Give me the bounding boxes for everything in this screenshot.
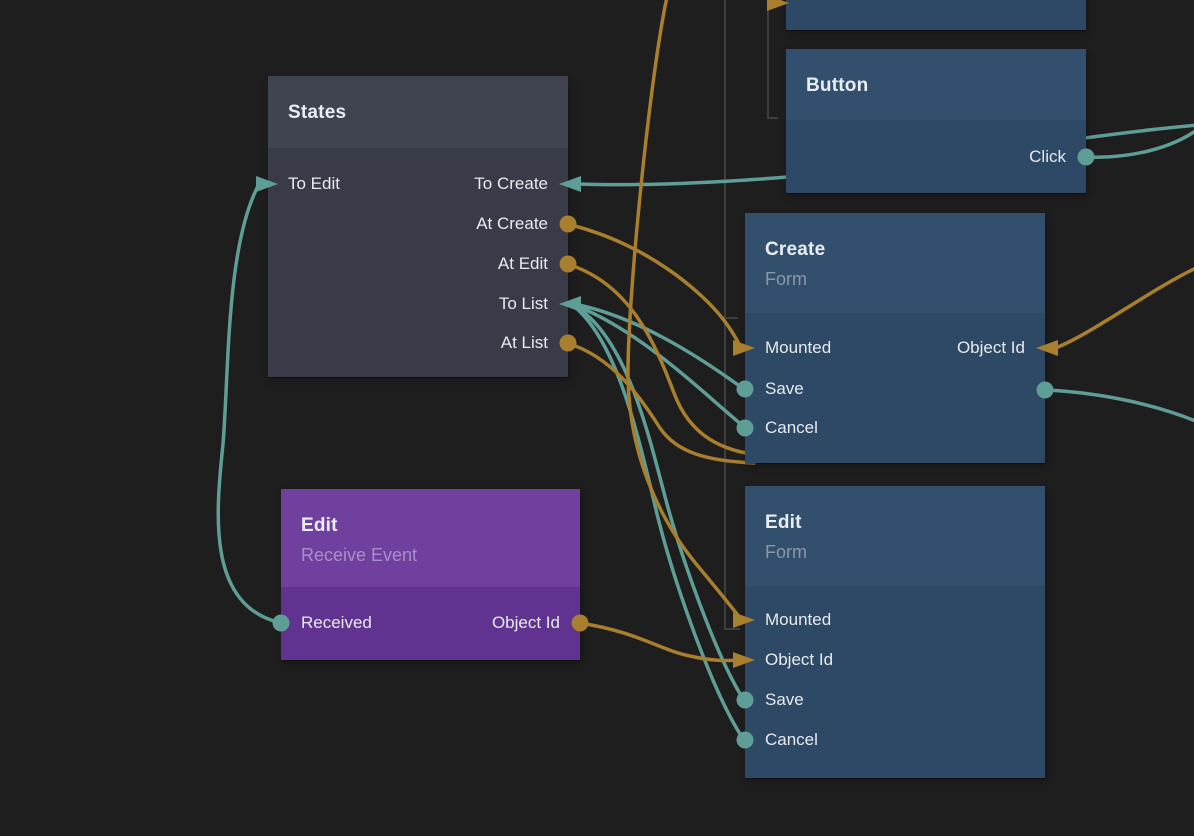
node-subtitle: Form [765, 269, 807, 289]
edge-tolist-create-cancel[interactable] [572, 303, 744, 427]
port-states-to-edit[interactable]: To Edit [288, 174, 340, 193]
port-edit-receive-received[interactable]: Received [301, 613, 372, 632]
node-header: States [268, 76, 568, 148]
node-subtitle: Form [765, 542, 807, 562]
edge-atcreate-create-mounted[interactable] [565, 222, 742, 348]
port-states-at-edit[interactable]: At Edit [497, 254, 548, 273]
edge-atlist-behind-create[interactable] [565, 341, 756, 465]
dim-edge-short[interactable] [767, 0, 778, 119]
port-states-to-list[interactable]: To List [498, 294, 548, 313]
node-top-partial[interactable] [786, 0, 1086, 30]
edge-objectid-editform-objectid[interactable] [578, 621, 742, 663]
edge-tolist-create-save[interactable] [572, 302, 743, 389]
port-create-mounted[interactable]: Mounted [765, 338, 832, 357]
port-edit-form-save[interactable]: Save [765, 690, 804, 709]
node-header: Button [786, 49, 1086, 120]
node-title: Create [765, 239, 826, 260]
port-states-at-create[interactable]: At Create [476, 214, 548, 233]
port-create-save[interactable]: Save [765, 379, 804, 398]
port-states-to-create[interactable]: To Create [474, 174, 548, 193]
node-title: Edit [765, 512, 802, 533]
port-edit-form-cancel[interactable]: Cancel [765, 730, 818, 749]
node-subtitle: Receive Event [301, 545, 418, 565]
edge-click-loop-out[interactable] [1084, 129, 1194, 159]
edge-create-output-right[interactable] [1044, 388, 1194, 423]
edge-received-to-toedit[interactable] [216, 184, 283, 625]
port-edit-form-object-id[interactable]: Object Id [765, 650, 834, 669]
port-create-cancel[interactable]: Cancel [765, 418, 818, 437]
dim-edge-long[interactable] [724, 0, 740, 630]
node-title: Button [806, 75, 869, 96]
port-create-object-id[interactable]: Object Id [956, 338, 1025, 357]
edge-right-create-objectid[interactable] [1056, 267, 1194, 349]
port-button-click[interactable]: Click [1029, 147, 1066, 166]
edge-atedit-behind-create[interactable] [565, 262, 768, 458]
port-edit-form-mounted[interactable]: Mounted [765, 610, 832, 629]
port-states-at-list[interactable]: At List [500, 333, 548, 352]
node-title: Edit [301, 515, 338, 536]
node-title: States [288, 102, 347, 123]
edge-tolist-editform-save[interactable] [573, 304, 744, 699]
edge-top-to-editform-mounted[interactable] [626, 0, 742, 620]
port-edit-receive-object-id[interactable]: Object Id [491, 613, 560, 632]
